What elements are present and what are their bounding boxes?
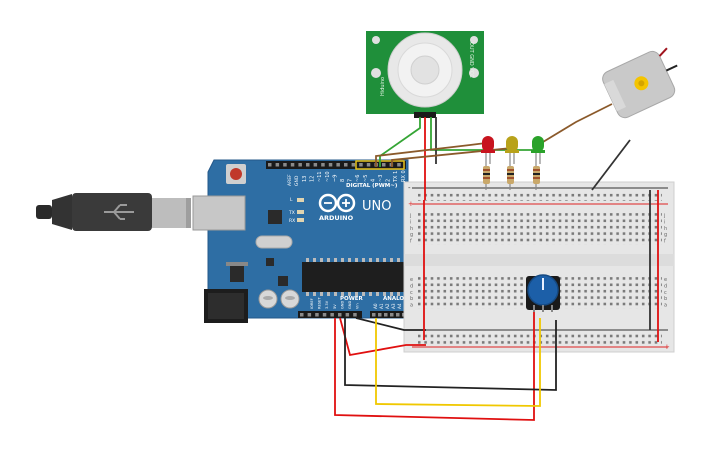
rail-plus-top: + [408, 200, 414, 208]
led-red[interactable] [481, 136, 495, 164]
tx-label: TX [288, 210, 295, 216]
power-pin-label: RESET [318, 297, 322, 309]
row-letter: f [410, 239, 412, 245]
digital-pin-label: TX 1 [393, 171, 399, 183]
analog-pin-label: A4 [397, 303, 402, 309]
analog-pin-label: A3 [391, 303, 396, 309]
row-letter: h [664, 226, 667, 232]
row-letter: c [664, 290, 667, 296]
analog-header [370, 311, 408, 318]
resistor [483, 164, 490, 190]
row-letter: f [664, 239, 666, 245]
row-letter: a [664, 303, 667, 309]
power-label: POWER [340, 296, 364, 302]
digital-pin-label: ~9 [332, 175, 338, 182]
row-letter: e [664, 277, 667, 283]
arduino-model: UNO [362, 199, 391, 214]
usb-cable[interactable] [36, 193, 191, 231]
led-l-label: L [290, 197, 293, 203]
digital-pin-label: 4 [370, 179, 376, 182]
row-letter: g [664, 232, 667, 238]
row-letter: j [663, 213, 665, 219]
gnd-label: GND [294, 175, 300, 186]
aref-label: AREF [287, 174, 293, 186]
arduino-logo-icon [318, 193, 356, 213]
arduino-brand: ARDUINO [319, 214, 354, 222]
analog-pin-label: A2 [385, 303, 390, 309]
digital-pin-label: 2 [386, 179, 392, 182]
digital-pin-label: ~10 [325, 171, 331, 182]
wires [334, 103, 659, 421]
row-letter: d [410, 283, 413, 289]
analog-label: ANALOG IN [383, 296, 418, 302]
digital-pin-label: ~3 [378, 175, 384, 182]
usb-icon [104, 204, 134, 220]
power-pin-label: IOREF [310, 298, 314, 309]
power-header [298, 311, 362, 318]
row-letter: i [410, 219, 411, 225]
potentiometer[interactable] [526, 274, 560, 312]
dc-motor[interactable] [600, 44, 688, 121]
digital-label: DIGITAL (PWM~) [346, 183, 398, 189]
led-green[interactable] [531, 136, 545, 164]
row-letter: c [410, 290, 413, 296]
rail-minus-bottom: - [664, 326, 667, 334]
row-letter: e [410, 277, 413, 283]
power-pin-label: 5V [333, 304, 337, 309]
reset-button[interactable] [226, 164, 246, 184]
rail-minus-top: - [408, 184, 411, 192]
row-letter: j [409, 213, 411, 219]
digital-pin-label: 7 [348, 179, 354, 182]
capacitors [258, 289, 300, 309]
resistor [533, 164, 540, 190]
rail-plus-bottom: + [664, 343, 670, 351]
row-letter: a [410, 303, 413, 309]
row-letter: b [664, 296, 667, 302]
voltage-regulator [230, 264, 244, 282]
analog-pin-label: A0 [373, 303, 378, 309]
digital-pin-label: 8 [340, 179, 346, 182]
power-pin-label: Vin [356, 303, 360, 309]
digital-pin-label: 12 [310, 176, 316, 182]
digital-header [266, 161, 406, 169]
analog-pin-label: A1 [379, 303, 384, 309]
row-letter: d [664, 283, 667, 289]
digital-pin-label: ~6 [355, 175, 361, 182]
power-pin-label: GND [348, 301, 352, 309]
usb-jack [192, 195, 246, 231]
crystal [255, 235, 293, 249]
row-letter: h [410, 226, 413, 232]
row-letter: g [410, 232, 413, 238]
pir-right-text: OUT GND VCC [468, 42, 474, 78]
led-group [481, 136, 545, 190]
power-pin-label: 3.3V [325, 300, 329, 309]
pir-left-text: Hiduino [380, 77, 386, 96]
digital-pin-label: ~5 [363, 175, 369, 182]
row-letter: i [664, 219, 665, 225]
digital-pin-label: 13 [302, 176, 308, 182]
small-chip [268, 210, 282, 224]
rx-label: RX [289, 218, 295, 224]
resistor [507, 164, 514, 190]
atmega-chip [302, 258, 406, 296]
digital-pin-label: RX 0 [401, 170, 407, 182]
power-pin-label: GND [340, 301, 344, 309]
pir-sensor[interactable]: Hiduino OUT GND VCC [366, 31, 484, 118]
led-yellow[interactable] [505, 136, 519, 164]
row-letter: b [410, 296, 413, 302]
digital-pin-label: ~11 [317, 171, 323, 182]
